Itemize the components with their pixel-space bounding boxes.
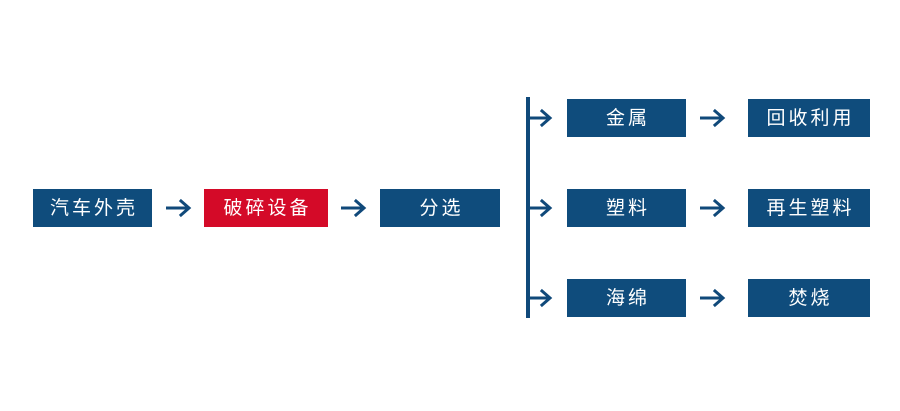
node-plastic[interactable]: 塑料 [567,189,686,227]
arrow-right-icon [163,190,199,226]
arrow-right-icon [697,100,733,136]
node-car-shell[interactable]: 汽车外壳 [33,189,152,227]
arrow-right-icon [338,190,374,226]
node-sorting[interactable]: 分选 [380,189,500,227]
branch-arrow-metal-icon [528,106,558,130]
node-metal[interactable]: 金属 [567,99,686,137]
node-incineration[interactable]: 焚烧 [748,279,870,317]
arrow-right-icon [697,190,733,226]
node-sponge[interactable]: 海绵 [567,279,686,317]
node-recycling-reuse[interactable]: 回收利用 [748,99,870,137]
arrow-right-icon [697,280,733,316]
node-shredding-equipment[interactable]: 破碎设备 [204,189,328,227]
node-recycled-plastic[interactable]: 再生塑料 [748,189,870,227]
branch-arrow-plastic-icon [528,196,558,220]
branch-arrow-sponge-icon [528,286,558,310]
